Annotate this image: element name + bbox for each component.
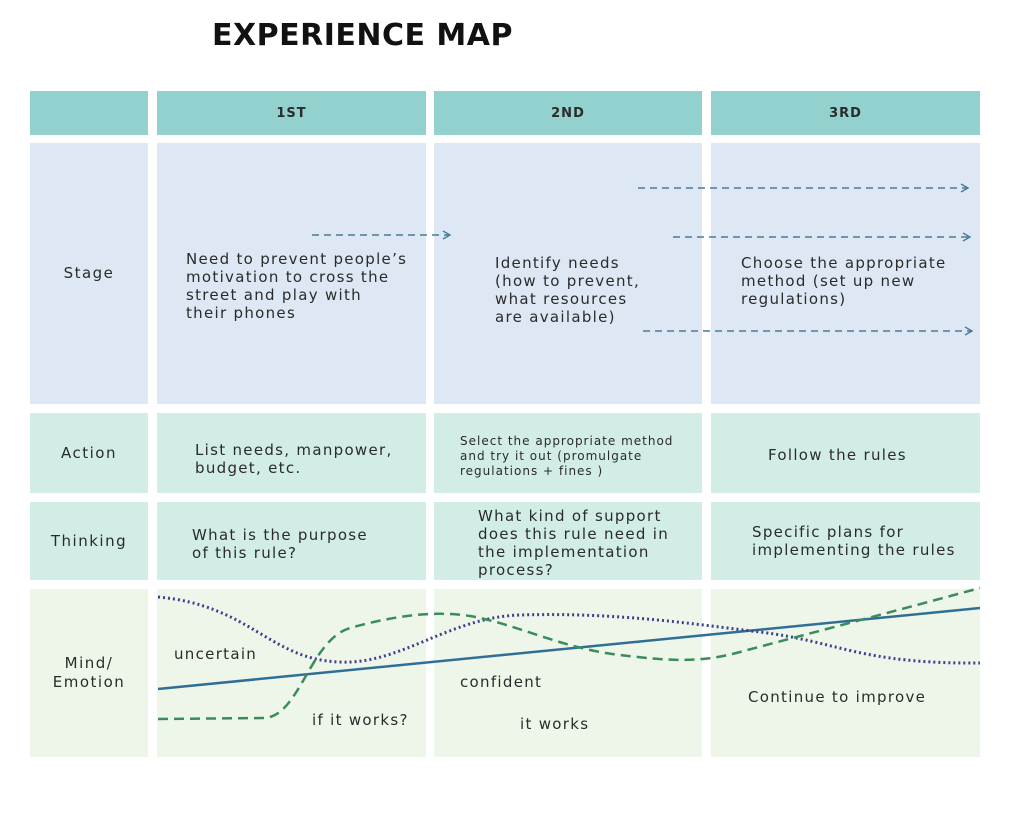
emotion-note-if-it-works: if it works? [312,711,409,729]
emotion-cell-3 [711,589,980,757]
row-label-action: Action [30,413,148,493]
thinking-text-3: Specific plans for implementing the rule… [752,523,956,559]
thinking-text-1: What is the purpose of this rule? [192,526,368,562]
column-header-2nd: 2ND [434,91,702,135]
action-text-2: Select the appropriate method and try it… [460,434,674,478]
emotion-note-it-works: it works [520,715,590,733]
column-header-1st: 1ST [157,91,426,135]
emotion-note-continue-to-improve: Continue to improve [748,688,927,706]
thinking-text-2: What kind of support does this rule need… [478,507,670,579]
emotion-cell-1 [157,589,426,757]
stage-cell-1 [157,143,426,404]
thinking-cell-1 [157,502,426,580]
action-cell-3 [711,413,980,493]
column-header-3rd: 3RD [711,91,980,135]
emotion-note-confident: confident [460,673,543,691]
header-corner [30,91,148,135]
stage-cell-3 [711,143,980,404]
row-label-stage: Stage [30,143,148,404]
action-text-1: List needs, manpower, budget, etc. [195,441,393,477]
action-text-3: Follow the rules [768,446,907,464]
thinking-cell-2 [434,502,702,580]
row-label-thinking: Thinking [30,502,148,580]
row-label-emotion: Mind/ Emotion [30,589,148,757]
page-title: EXPERIENCE MAP [212,18,513,53]
stage-text-3: Choose the appropriate method (set up ne… [741,254,947,308]
stage-text-2: Identify needs (how to prevent, what res… [495,254,641,326]
emotion-note-uncertain: uncertain [174,645,258,663]
stage-text-1: Need to prevent people’s motivation to c… [186,250,408,322]
stage-cell-2 [434,143,702,404]
thinking-cell-3 [711,502,980,580]
action-cell-2 [434,413,702,493]
action-cell-1 [157,413,426,493]
